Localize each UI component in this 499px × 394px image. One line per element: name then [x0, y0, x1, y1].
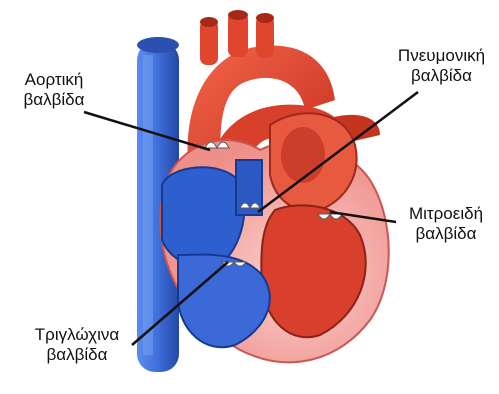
label-mitral-line2: βαλβίδα: [393, 224, 499, 244]
label-aortic-line1: Αορτική: [2, 70, 106, 90]
label-pulmonary-line1: Πνευμονική: [384, 46, 499, 66]
label-tricuspid-line2: βαλβίδα: [22, 345, 132, 365]
label-pulmonary-line2: βαλβίδα: [384, 66, 499, 86]
label-pulmonary-valve: Πνευμονική βαλβίδα: [384, 46, 499, 86]
label-mitral-valve: Μιτροειδή βαλβίδα: [393, 204, 499, 244]
label-mitral-line1: Μιτροειδή: [393, 204, 499, 224]
label-aortic-valve: Αορτική βαλβίδα: [2, 70, 106, 110]
left-chambers: [261, 113, 365, 337]
label-tricuspid-line1: Τριγλώχινα: [22, 325, 132, 345]
label-tricuspid-valve: Τριγλώχινα βαλβίδα: [22, 325, 132, 365]
label-aortic-line2: βαλβίδα: [2, 90, 106, 110]
